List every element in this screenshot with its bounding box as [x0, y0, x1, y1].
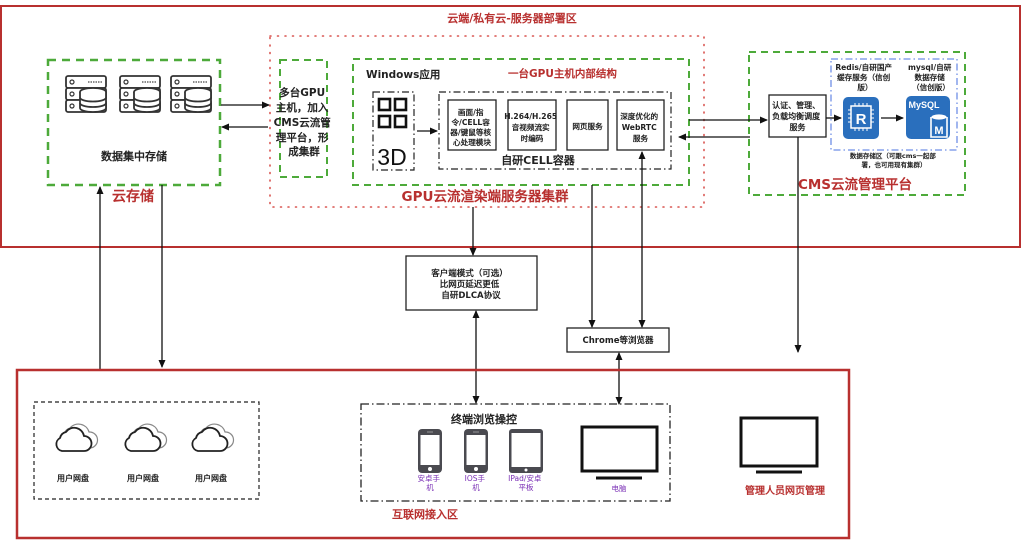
- redis-text: Redis/自研国产 缓存服务（信创 版）: [835, 62, 894, 92]
- cms-group: 认证、管理、 负载均衡调度 服务 Redis/自研国产 缓存服务（信创 版） m…: [748, 51, 966, 196]
- gpu-host-frame: [352, 58, 690, 186]
- device-label-pc: 电脑: [612, 483, 627, 493]
- cloud-icon: [55, 423, 99, 452]
- ios-phone-icon: [463, 428, 489, 474]
- cell-module-web: [566, 99, 609, 151]
- multi-gpu-text: 多台GPU 主机，加入 CMS云流管 理平台，形 成集群: [274, 86, 335, 158]
- cell-module-webrtc-text: 深度优化的 WebRTC 服务: [620, 111, 661, 143]
- tablet-icon: [509, 429, 543, 473]
- data-area-frame: [830, 58, 958, 151]
- redis-icon-letter: R: [856, 111, 867, 128]
- gpu-cluster-frame: [269, 35, 705, 208]
- app-icon-frame: [372, 91, 415, 171]
- cloud-storage-label: 云存储: [112, 188, 154, 205]
- pc-monitor-icon: [580, 425, 659, 480]
- mysql-text: mysql/自研 数据存储 （信创版）: [908, 62, 954, 92]
- gpu-host-internal-label: 一台GPU主机内部结构: [508, 67, 617, 80]
- storage-server-icon: [170, 75, 212, 113]
- cell-container-label: 自研CELL容器: [501, 153, 576, 167]
- app-icon-3d-text: 3D: [377, 144, 406, 170]
- auth-service-box: [768, 94, 827, 138]
- cloud-icon: [124, 423, 168, 452]
- admin-monitor-icon: [739, 416, 819, 474]
- cloud-storage-frame: [46, 58, 222, 187]
- device-label-android: 安卓手 机: [418, 473, 443, 492]
- storage-server-icon: [119, 75, 161, 113]
- cell-module-encoder: [507, 99, 557, 151]
- cloud-zone-frame: [0, 5, 1021, 248]
- netdisk-label: 用户网盘: [194, 473, 227, 483]
- device-label-ios: IOS手 机: [465, 473, 488, 492]
- cloud-storage-group: 数据集中存储 云存储: [46, 58, 222, 205]
- cloud-icon: [191, 423, 235, 452]
- multi-gpu-frame: [279, 59, 328, 178]
- terminal-title: 终端浏览操控: [451, 412, 517, 426]
- client-mode-text: 客户端模式（可选） 比网页延迟更低 自研DLCA协议: [430, 268, 510, 301]
- browser-text: Chrome等浏览器: [583, 335, 654, 346]
- cms-frame: [748, 51, 966, 196]
- netdisk-group-frame: [33, 401, 260, 500]
- cell-module-core: [447, 99, 497, 151]
- netdisk-label: 用户网盘: [56, 473, 89, 483]
- cell-module-core-text: 画面/指 令/CELL容 器/键鼠等核 心处理模块: [449, 107, 493, 147]
- grid-3d-icon: [377, 97, 408, 129]
- netdisk-label: 用户网盘: [126, 473, 159, 483]
- mysql-icon-text: MySQL: [908, 100, 940, 110]
- browser-box: [566, 327, 670, 353]
- mysql-badge: M: [934, 125, 943, 137]
- storage-server-icon: [65, 75, 107, 113]
- gpu-cluster-group: 多台GPU 主机，加入 CMS云流管 理平台，形 成集群 Windows应用 一…: [269, 35, 705, 208]
- gpu-cluster-label: GPU云流渲染端服务器集群: [402, 188, 569, 205]
- cell-module-webrtc: [616, 99, 665, 151]
- cell-module-encoder-text: H.264/H.265 音视频流实 时编码: [504, 112, 560, 143]
- admin-label: 管理人员网页管理: [745, 484, 825, 497]
- client-mode-box: [405, 255, 538, 311]
- windows-app-label: Windows应用: [366, 68, 440, 81]
- cms-label: CMS云流管理平台: [798, 176, 912, 193]
- redis-chip-icon: R: [843, 97, 879, 139]
- mysql-db-icon: MySQL M: [906, 96, 950, 139]
- android-phone-icon: [417, 428, 443, 474]
- cell-container-frame: [438, 91, 672, 170]
- cell-module-web-text: 网页服务: [572, 121, 603, 131]
- auth-service-text: 认证、管理、 负载均衡调度 服务: [772, 100, 823, 132]
- internet-zone-frame: [15, 368, 851, 540]
- cloud-zone-label: 云端/私有云-服务器部署区: [447, 11, 577, 25]
- device-label-tablet: IPad/安卓 平板: [508, 473, 544, 492]
- data-area-note: 数据存储区（可跟cms一起部 署，也可用现有集群）: [850, 151, 938, 169]
- terminal-frame: [360, 403, 671, 502]
- storage-caption: 数据集中存储: [101, 149, 167, 163]
- internet-zone-label: 互联网接入区: [392, 507, 458, 521]
